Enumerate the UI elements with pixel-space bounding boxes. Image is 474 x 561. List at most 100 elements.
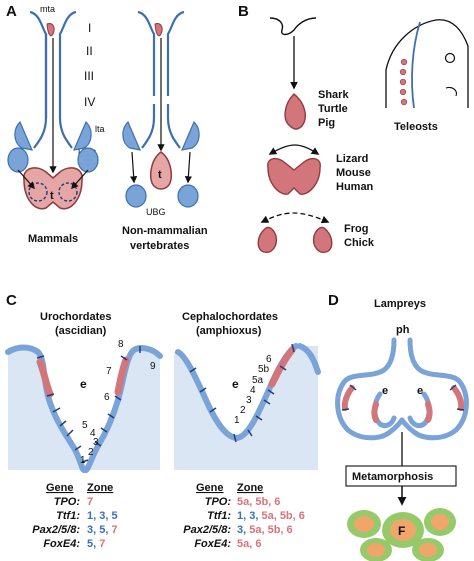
paired-lobe-left (257, 226, 278, 253)
ceph-zone-1: 1 (234, 415, 240, 426)
ceph-gene-2: Pax2/5/8: (183, 524, 231, 536)
mammal-thyroid (23, 167, 83, 210)
ceph-zone-6: 6 (266, 354, 272, 365)
nonmammal-duct (137, 10, 185, 149)
uro-zone-value-2-2: 7 (111, 524, 117, 536)
bilobed-thyroid-with-isthmus (267, 157, 321, 195)
label-t-nonmammal: t (158, 169, 162, 181)
teleost-head-drawing (385, 19, 469, 109)
mammal-ubb-contribution-left (28, 182, 48, 202)
uro-zone-value-1-0: 1, (87, 510, 99, 522)
mammal-ubb-contribution-right (58, 182, 78, 202)
lateral-pouch-right (72, 120, 92, 151)
mammal-ubb-arrow-left (17, 169, 35, 190)
b-spread-arrow-2 (260, 212, 330, 224)
ceph-zone-value-1-2: 5a, 5b, 6 (261, 510, 304, 522)
ceph-zone-value-1-1: 3, (249, 510, 261, 522)
pharynx-outline (269, 17, 317, 36)
uro-e-label: e (80, 377, 87, 391)
ceph-zone-value-2-0: 3, (237, 524, 249, 536)
metamorphosis-label: Metamorphosis (352, 471, 433, 483)
ubg-arrow-right (184, 151, 192, 184)
caption-nonmammal-line2: vertebrates (130, 240, 189, 252)
ceph-zones-0: 5a, 5b, 6 (237, 496, 280, 508)
label-mta: mta (40, 4, 55, 14)
single-thyroid-lobe (284, 93, 306, 130)
panel-b-letter: B (238, 3, 249, 20)
ceph-zones-1: 1, 3, 5a, 5b, 6 (237, 510, 305, 522)
ceph-zone-value-2-1: 5a, 5b, 6 (249, 524, 292, 536)
uro-gene-3: FoxE4: (43, 538, 80, 550)
panel-d-letter: D (328, 292, 339, 309)
ceph-e-label: e (232, 377, 239, 391)
uro-zone-value-2-1: 5, (99, 524, 111, 536)
label-t-mammal: t (50, 190, 54, 202)
uro-zones-2: 3, 5, 7 (87, 524, 118, 536)
metamorphosis-box (345, 465, 457, 487)
nonmammal-anlage (154, 23, 163, 37)
ceph-title: Cephalochordates (182, 311, 278, 323)
uro-zone-value-3-0: 5, (87, 538, 99, 550)
ceph-gene-0: TPO: (205, 496, 232, 508)
uro-zone-value-1-1: 3, (99, 510, 111, 522)
lamprey-pharynx (335, 337, 469, 441)
ceph-zone-5a: 5a (252, 375, 264, 386)
nonmammal-thyroid (149, 151, 173, 190)
b-group2-2: Human (336, 181, 374, 193)
nonmammal-pouch-right (180, 120, 200, 151)
ceph-zone-2: 2 (240, 405, 246, 416)
ubb-left (7, 147, 29, 173)
ceph-zone-value-3-0: 5a, 6 (237, 538, 261, 550)
b-group2-0: Lizard (336, 153, 368, 165)
ceph-zone-value-0-0: 5a, 5b, 6 (237, 496, 280, 508)
lamprey-e-right: e (417, 385, 423, 397)
label-roman-4: IV (84, 95, 95, 109)
lamprey-follicles (347, 508, 456, 561)
label-roman-1: I (88, 21, 91, 35)
uro-zone-2: 2 (88, 447, 94, 458)
uro-gene-0: TPO: (54, 496, 81, 508)
ceph-zone-5b: 5b (258, 364, 270, 375)
uro-zones-0: 7 (87, 496, 93, 508)
uro-zone-value-2-0: 3, (87, 524, 99, 536)
ubb-right (77, 147, 99, 173)
caption-mammals: Mammals (28, 233, 78, 245)
ceph-subtitle: (amphioxus) (196, 325, 262, 337)
ceph-zone-3: 3 (246, 395, 252, 406)
uro-zones-3: 5, 7 (87, 538, 105, 550)
uro-zone-4: 4 (90, 428, 96, 439)
uro-gene-2: Pax2/5/8: (32, 524, 80, 536)
ceph-gene-3: FoxE4: (194, 538, 231, 550)
label-ubg: UBG (146, 207, 166, 217)
uro-zone-5: 5 (82, 420, 88, 431)
label-roman-3: III (84, 69, 94, 83)
paired-lobe-right (312, 226, 333, 253)
b-group2-1: Mouse (336, 167, 371, 179)
lamprey-title: Lampreys (374, 298, 426, 310)
caption-nonmammal-line1: Non-mammalian (122, 225, 208, 237)
ubg-right (177, 184, 199, 208)
lateral-pouch-left (14, 120, 34, 151)
mta-blob (46, 23, 55, 37)
uro-table-head-gene: Gene (46, 482, 74, 494)
uro-zone-1: 1 (80, 455, 86, 466)
label-roman-2: II (86, 44, 93, 58)
ubg-left (125, 184, 147, 208)
ceph-zone-value-1-0: 1, (237, 510, 249, 522)
uro-gene-table: Gene Zone (46, 482, 113, 494)
b-group3-0: Frog (344, 223, 368, 235)
b-spread-arrow-1 (268, 144, 320, 155)
panel-c-letter: C (6, 292, 17, 309)
b-group1-1: Turtle (318, 103, 348, 115)
ubg-arrow-left (130, 151, 138, 184)
uro-zone-9: 9 (150, 361, 156, 372)
b-group3-1: Chick (344, 237, 375, 249)
uro-zone-8: 8 (118, 339, 124, 350)
uro-zone-value-1-2: 5 (111, 510, 117, 522)
uro-gene-1: Ttf1: (56, 510, 80, 522)
ceph-gene-table: Gene Zone (196, 482, 263, 494)
